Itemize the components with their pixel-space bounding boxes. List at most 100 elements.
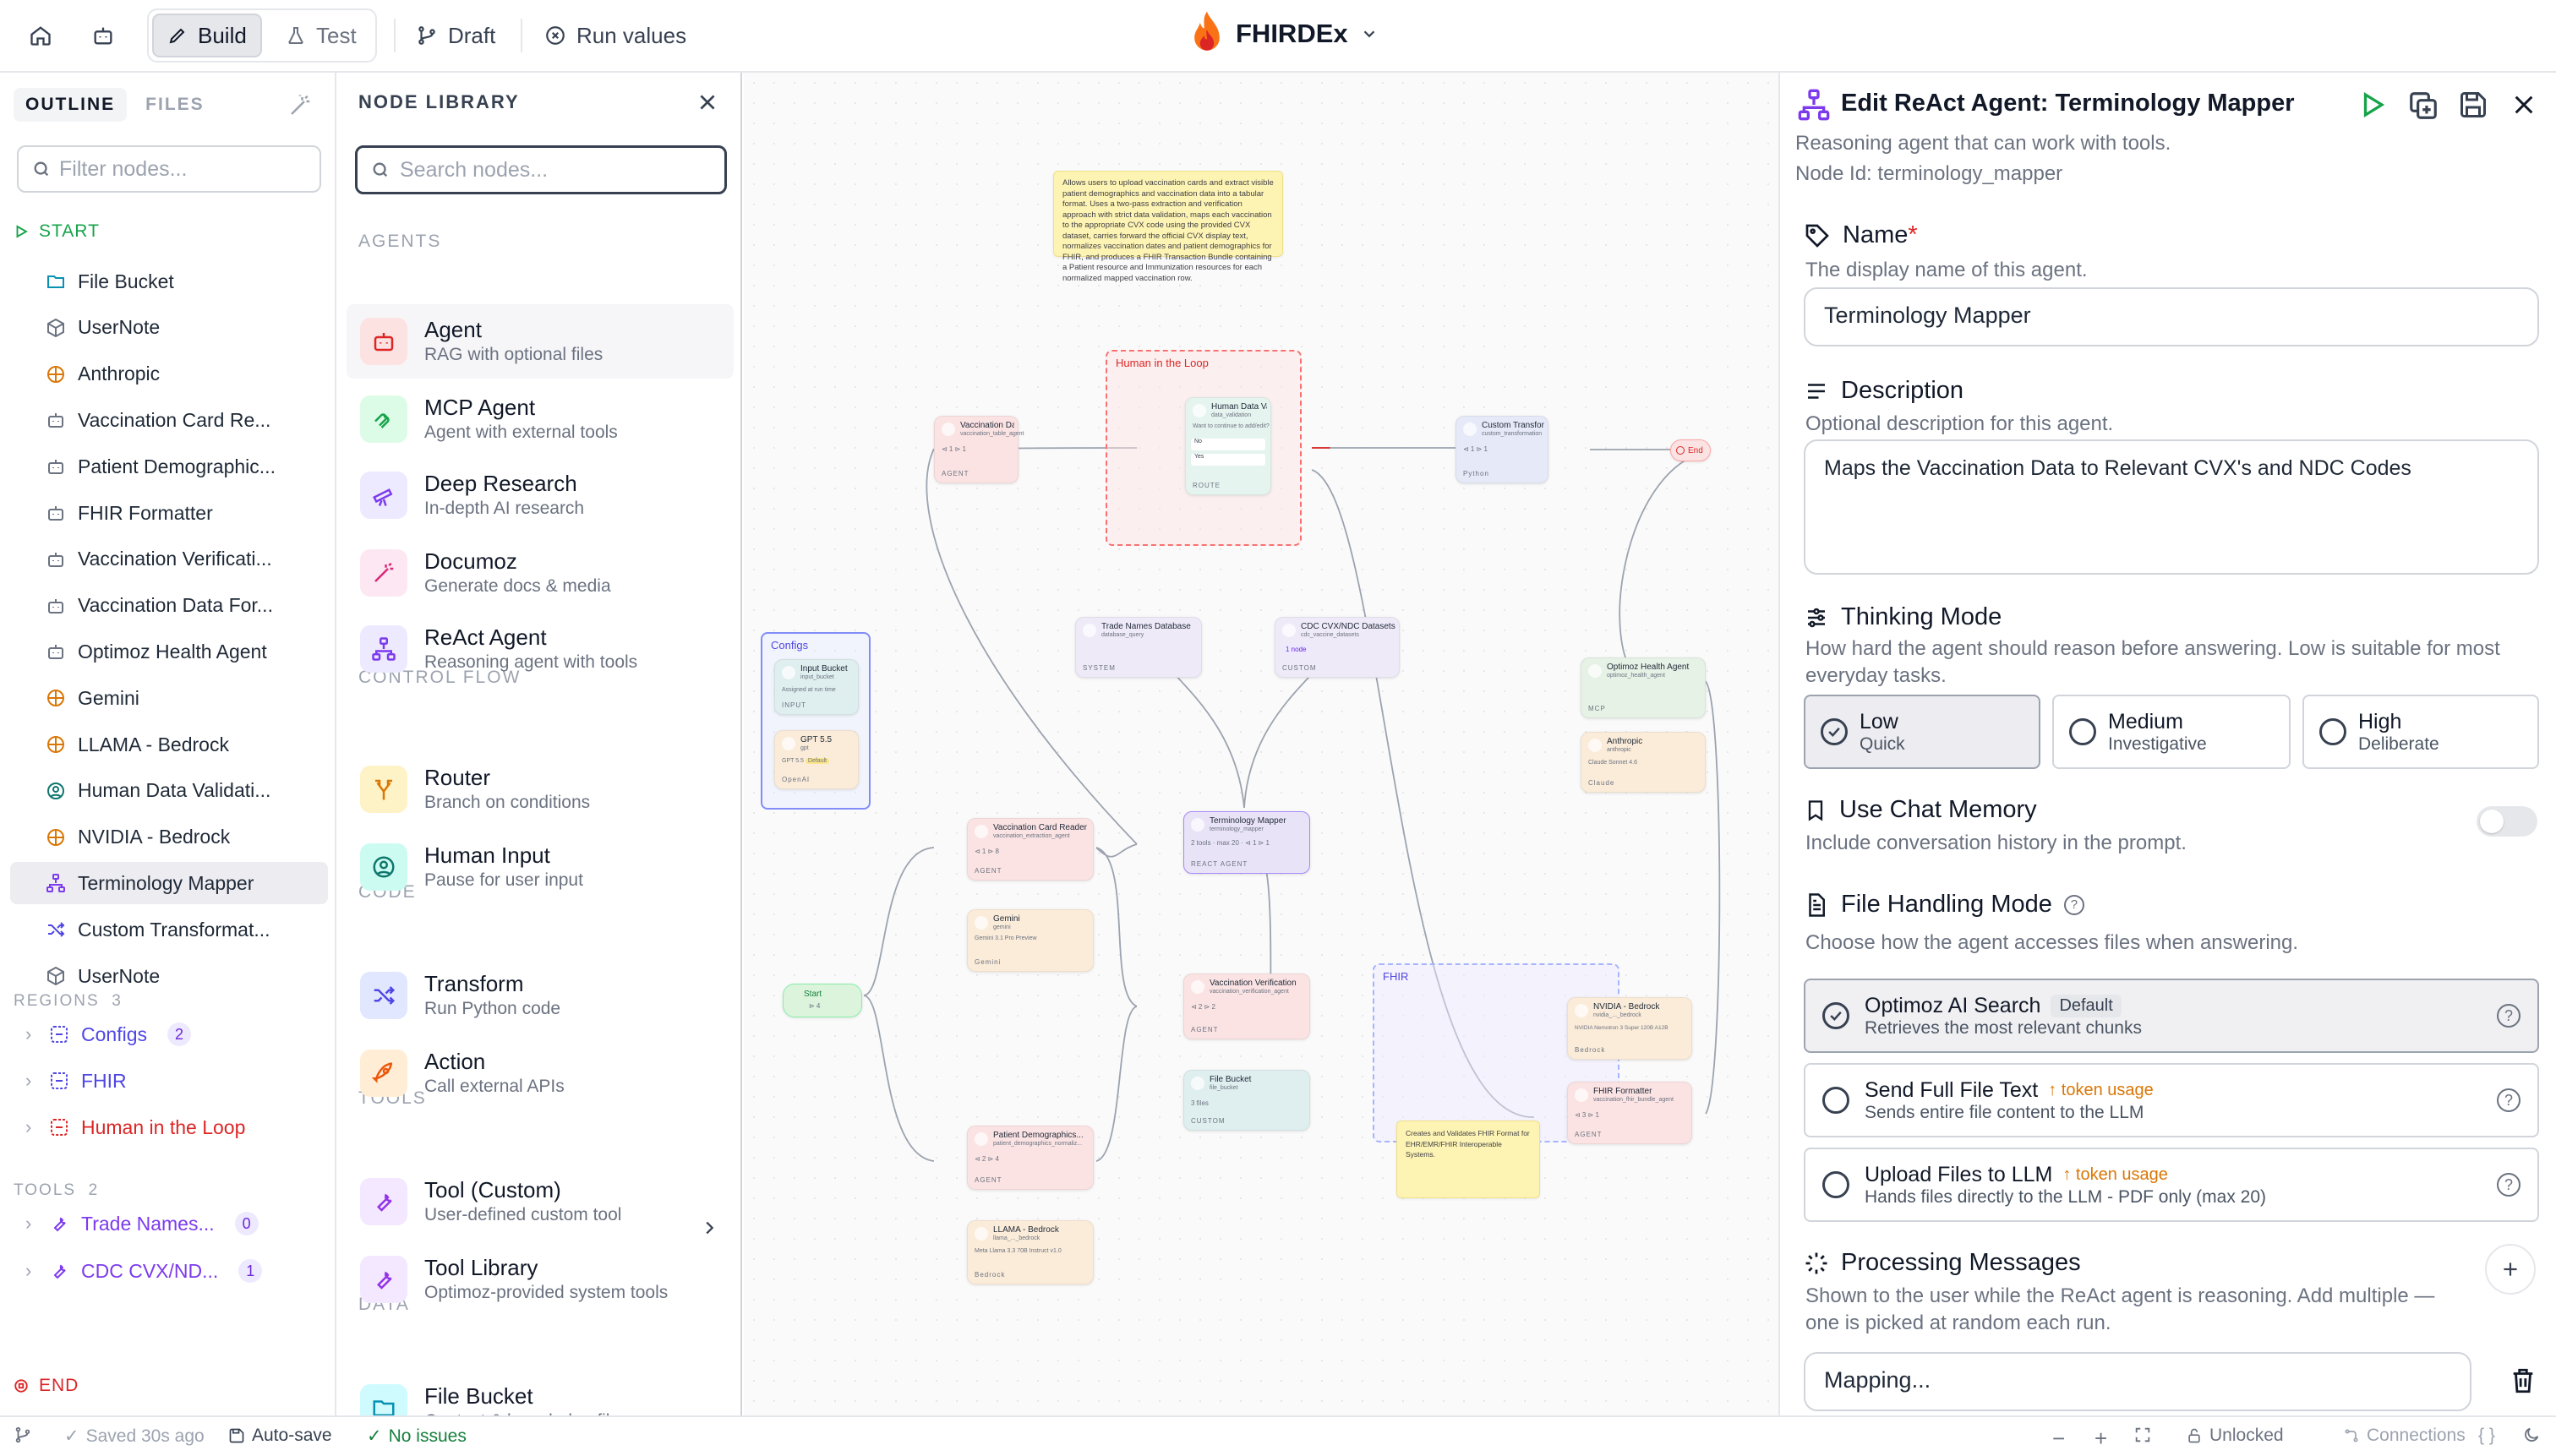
library-item-documoz[interactable]: Documoz Generate docs & media: [347, 536, 734, 610]
theme-toggle[interactable]: [2522, 1426, 2541, 1444]
library-item-deep-research[interactable]: Deep Research In-depth AI research: [347, 458, 734, 532]
node-custom-transformation[interactable]: Custom Transformationcustom_transformati…: [1456, 416, 1548, 483]
outline-item[interactable]: FHIR Formatter: [10, 492, 328, 534]
tool-item[interactable]: › Trade Names... 0: [25, 1207, 259, 1241]
agents-button[interactable]: [83, 12, 123, 59]
outline-item[interactable]: LLAMA - Bedrock: [10, 723, 328, 766]
outline-item[interactable]: Gemini: [10, 677, 328, 719]
outline-item[interactable]: Patient Demographic...: [10, 445, 328, 488]
magic-wand-icon[interactable]: [287, 93, 313, 118]
node-vaccination-data[interactable]: Vaccination Data...vaccination_table_age…: [934, 416, 1024, 483]
duplicate-button[interactable]: [2407, 90, 2439, 122]
description-textarea[interactable]: Maps the Vaccination Data to Relevant CV…: [1804, 439, 2539, 575]
fhir-note[interactable]: Creates and Validates FHIR Format for EH…: [1396, 1121, 1540, 1198]
fit-view-button[interactable]: [2133, 1426, 2152, 1444]
outline-item[interactable]: File Bucket: [10, 260, 328, 303]
home-button[interactable]: [20, 12, 61, 59]
outline-item[interactable]: Human Data Validati...: [10, 770, 328, 812]
library-item-tool-library[interactable]: Tool Library Optimoz-provided system too…: [347, 1242, 734, 1317]
save-button[interactable]: [2458, 90, 2488, 120]
node-human-data-validation[interactable]: Human Data Validationdata_validationWant…: [1185, 397, 1271, 495]
library-item-react-agent[interactable]: ReAct Agent Reasoning agent with tools: [347, 612, 734, 686]
trash-icon[interactable]: [2509, 1366, 2537, 1396]
issues-status[interactable]: ✓No issues: [367, 1426, 467, 1447]
library-item-action[interactable]: Action Call external APIs: [347, 1036, 734, 1110]
outline-item[interactable]: NVIDIA - Bedrock: [10, 816, 328, 859]
help-icon[interactable]: ?: [2497, 1173, 2520, 1197]
help-icon[interactable]: ?: [2497, 1004, 2520, 1028]
zoom-in-button[interactable]: +: [2094, 1426, 2108, 1451]
chat-memory-toggle[interactable]: [2477, 806, 2537, 837]
autosave-toggle[interactable]: Auto-save: [228, 1426, 332, 1446]
help-icon[interactable]: ?: [2497, 1088, 2520, 1112]
outline-item[interactable]: Terminology Mapper: [10, 862, 328, 905]
close-panel-button[interactable]: [2510, 91, 2537, 118]
outline-item[interactable]: UserNote: [10, 307, 328, 349]
outline-item[interactable]: Vaccination Data For...: [10, 585, 328, 627]
region-item[interactable]: › Configs 2: [25, 1017, 191, 1051]
help-icon[interactable]: ?: [2063, 894, 2084, 915]
outline-start[interactable]: START: [14, 221, 100, 242]
branch-status[interactable]: [14, 1426, 32, 1444]
filter-input[interactable]: Filter nodes...: [17, 145, 321, 193]
outline-item[interactable]: UserNote: [10, 955, 328, 997]
library-item-agent[interactable]: Agent RAG with optional files: [347, 304, 734, 379]
region-item[interactable]: › Human in the Loop: [25, 1115, 246, 1138]
json-view-button[interactable]: { }: [2478, 1426, 2495, 1445]
zoom-out-button[interactable]: −: [2052, 1426, 2066, 1451]
outline-item[interactable]: Optimoz Health Agent: [10, 630, 328, 673]
app-title-menu[interactable]: FHIRDEx: [1190, 10, 1379, 57]
test-tab[interactable]: Test: [272, 12, 370, 59]
tool-item[interactable]: › CDC CVX/ND... 1: [25, 1254, 263, 1288]
outline-item[interactable]: Vaccination Card Re...: [10, 399, 328, 441]
tab-outline[interactable]: OUTLINE: [14, 88, 128, 122]
run-values-button[interactable]: Run values: [531, 12, 700, 59]
close-icon[interactable]: [696, 91, 718, 113]
node-start[interactable]: Start⊳ 4: [783, 984, 862, 1017]
run-button[interactable]: [2357, 90, 2387, 120]
workflow-description-note[interactable]: Allows users to upload vaccination cards…: [1053, 171, 1283, 283]
draft-button[interactable]: Draft: [402, 12, 509, 59]
lock-toggle[interactable]: Unlocked: [2186, 1426, 2284, 1446]
add-message-button[interactable]: [2485, 1244, 2536, 1295]
library-item-mcp-agent[interactable]: MCP Agent Agent with external tools: [347, 382, 734, 456]
connections-toggle[interactable]: Connections: [2343, 1426, 2466, 1446]
node-patient-demographics[interactable]: Patient Demographics...patient_demograph…: [967, 1126, 1094, 1190]
node-end[interactable]: End: [1670, 439, 1711, 461]
library-item-transform[interactable]: Transform Run Python code: [347, 958, 734, 1033]
outline-end[interactable]: END: [14, 1376, 79, 1396]
tab-files[interactable]: FILES: [145, 95, 205, 114]
region-item[interactable]: › FHIR: [25, 1069, 127, 1092]
library-item-human-input[interactable]: Human Input Pause for user input: [347, 830, 734, 904]
outline-item[interactable]: Custom Transformat...: [10, 908, 328, 951]
outline-item[interactable]: Vaccination Verificati...: [10, 538, 328, 581]
library-item-router[interactable]: Router Branch on conditions: [347, 752, 734, 826]
outline-item[interactable]: Anthropic: [10, 353, 328, 395]
workflow-canvas[interactable]: Allows users to upload vaccination cards…: [744, 73, 1778, 1415]
library-item-tool-custom[interactable]: Tool (Custom) User-defined custom tool: [347, 1164, 734, 1239]
processing-message-input[interactable]: Mapping...: [1804, 1352, 2471, 1411]
library-search-input[interactable]: Search nodes...: [355, 145, 727, 194]
name-input[interactable]: Terminology Mapper: [1804, 287, 2539, 346]
build-tab[interactable]: Build: [154, 12, 260, 59]
